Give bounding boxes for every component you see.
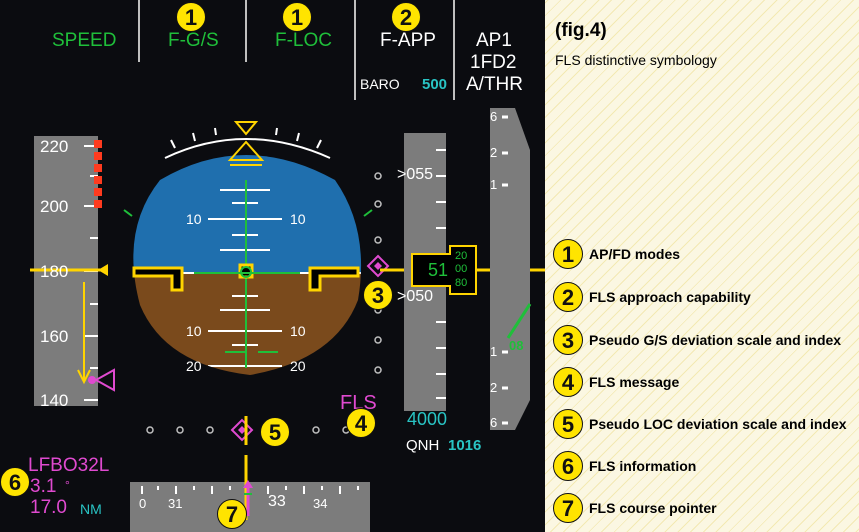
pitch-label: 10: [186, 323, 202, 339]
legend-number: 2: [553, 282, 583, 312]
heading-scale: [130, 482, 370, 532]
speed-label-200: 200: [40, 197, 69, 216]
legend-label: Pseudo LOC deviation scale and index: [589, 416, 847, 432]
legend-item: 5 Pseudo LOC deviation scale and index: [553, 409, 847, 439]
fls-slope: 3.1: [30, 476, 57, 497]
bank-scale: [164, 138, 331, 159]
vs-label: 2: [490, 380, 498, 395]
legend-number: 1: [553, 239, 583, 269]
figure-title: (fig.4): [555, 20, 607, 41]
legend-label: FLS information: [589, 458, 697, 474]
fma-lateral-mode: F-LOC: [275, 30, 332, 51]
callout-7: 7: [217, 499, 247, 529]
fls-runway: LFBO32L: [28, 455, 110, 476]
roll-pointer-icon: [227, 140, 265, 161]
pitch-label: 20: [186, 358, 202, 374]
roll-index-icon: [233, 121, 259, 136]
fma-separator: [245, 0, 247, 62]
pitch-label: 20: [290, 358, 306, 374]
fma-separator: [138, 0, 140, 62]
legend-number: 6: [553, 451, 583, 481]
callout-5: 5: [260, 417, 290, 447]
fma-baro-label: BARO: [360, 76, 400, 92]
legend-number: 5: [553, 409, 583, 439]
degree-icon: °: [65, 478, 70, 492]
vs-label: 6: [490, 415, 498, 430]
fma-approach-capability: F-APP: [380, 30, 436, 51]
selected-altitude: 4000: [407, 409, 448, 429]
vs-value: 08: [509, 338, 524, 353]
speed-label-160: 160: [40, 327, 69, 346]
altitude-upper-value: 055: [406, 166, 434, 183]
heading-label: 0: [139, 496, 147, 511]
legend-label: AP/FD modes: [589, 246, 681, 262]
pseudo-loc-index-icon: [230, 418, 254, 442]
fls-distance: 17.0: [30, 497, 67, 518]
vs-needle: [506, 303, 532, 339]
legend-item: 7 FLS course pointer: [553, 493, 717, 523]
figure-caption: FLS distinctive symbology: [555, 52, 717, 68]
fma-autothrust: A/THR: [466, 74, 523, 95]
legend-item: 6 FLS information: [553, 451, 696, 481]
heading-label: 34: [313, 496, 328, 511]
qnh-label: QNH: [406, 437, 440, 454]
pseudo-gs-scale: [374, 172, 382, 374]
legend-number: 4: [553, 367, 583, 397]
legend-label: FLS approach capability: [589, 289, 751, 305]
altitude-drum-upper: 20: [455, 250, 468, 262]
legend-label: FLS course pointer: [589, 500, 717, 516]
vs-label: 2: [490, 145, 498, 160]
fma-separator: [453, 0, 455, 100]
heading-label: 31: [168, 496, 183, 511]
heading-label: 33: [268, 493, 286, 510]
callout-1-vertical: 1: [176, 2, 206, 32]
vs-label: 1: [490, 344, 498, 359]
vertical-speed-scale: [490, 108, 530, 430]
speed-label-180: 180: [40, 262, 69, 281]
altitude-drum-lower: 80: [455, 277, 468, 289]
callout-1-lateral: 1: [282, 2, 312, 32]
legend-number: 7: [553, 493, 583, 523]
legend-label: Pseudo G/S deviation scale and index: [589, 332, 842, 348]
altitude-label-upper: >055: [397, 166, 434, 183]
legend-item: 4 FLS message: [553, 367, 679, 397]
altitude-label-lower: >050: [397, 288, 434, 305]
pseudo-gs-index-icon: [366, 254, 390, 278]
fls-course-pointer-icon: [243, 480, 253, 516]
altitude-window: [411, 245, 477, 295]
pitch-label: 10: [186, 211, 202, 227]
legend-number: 3: [553, 325, 583, 355]
fma-autopilot: AP1: [476, 30, 512, 51]
callout-3: 3: [363, 280, 393, 310]
pfd-graphics: [30, 108, 545, 532]
vs-label: 1: [490, 177, 498, 192]
altitude-drum-current: 00: [455, 263, 468, 275]
callout-6: 6: [0, 467, 30, 497]
callout-2: 2: [391, 2, 421, 32]
speed-label-220: 220: [40, 137, 69, 156]
pitch-label: 10: [290, 323, 306, 339]
speed-label-140: 140: [40, 391, 69, 410]
altitude-current-hundreds: 51: [428, 260, 449, 280]
fma-baro-value: 500: [422, 76, 448, 93]
speed-index-icon: [98, 264, 108, 276]
pseudo-loc-scale: [146, 426, 350, 434]
altitude-lower-value: 050: [406, 288, 434, 305]
legend-item: 1 AP/FD modes: [553, 239, 680, 269]
target-speed-icon: [93, 368, 115, 392]
fma-flight-director: 1FD2: [470, 52, 517, 73]
overspeed-barber-pole: [94, 140, 102, 208]
legend-item: 3 Pseudo G/S deviation scale and index: [553, 325, 841, 355]
pitch-label: 10: [290, 211, 306, 227]
legend-label: FLS message: [589, 374, 680, 390]
primary-flight-display: SPEED F-G/S F-LOC F-APP BARO 500 AP1 1FD…: [0, 0, 545, 532]
callout-4: 4: [346, 408, 376, 438]
fma-vertical-mode: F-G/S: [168, 30, 219, 51]
qnh-value: 1016: [448, 437, 482, 454]
vs-label: 6: [490, 109, 498, 124]
fma-separator: [354, 0, 356, 100]
fls-distance-unit: NM: [80, 501, 102, 517]
legend-item: 2 FLS approach capability: [553, 282, 751, 312]
fma-speed-mode: SPEED: [52, 30, 117, 51]
